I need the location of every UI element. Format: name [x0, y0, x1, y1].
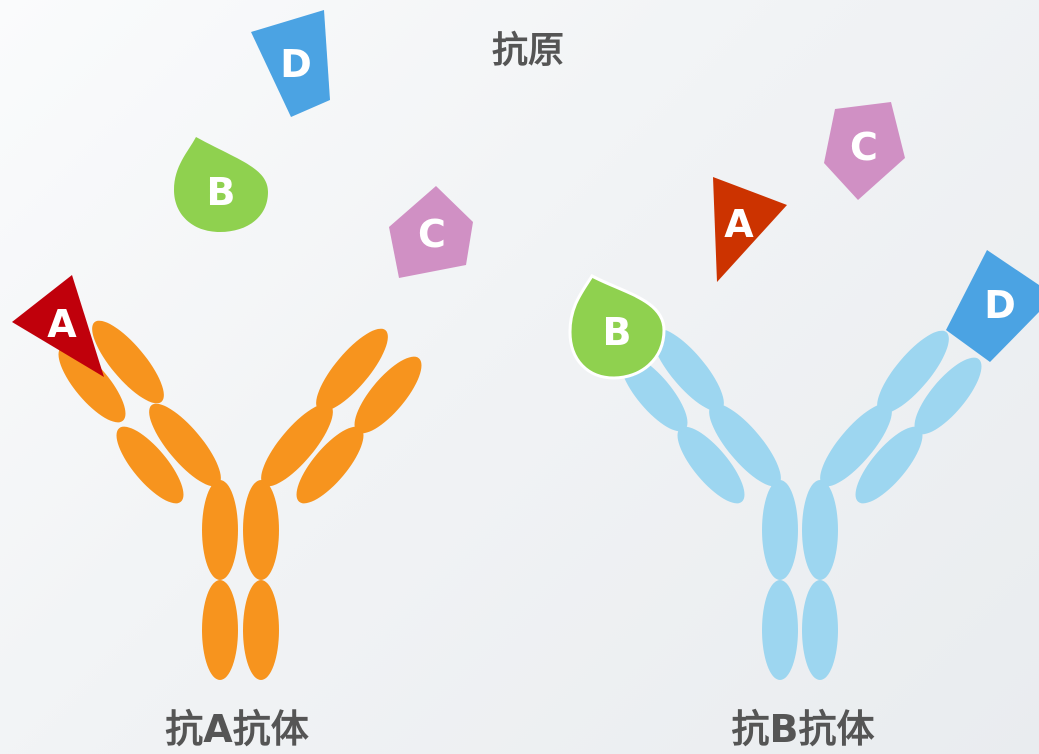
antibody-b [620, 328, 982, 680]
antigen-letter: B [207, 170, 236, 214]
right-antigen-c: C [824, 102, 905, 200]
left-antigen-d: D [251, 10, 330, 117]
antibody-a-right-arm-outer-2 [354, 356, 422, 434]
antigen-d-trapezoid-shape [946, 250, 1039, 362]
antibody-b-right-arm-outer-1 [855, 426, 923, 504]
antibody-a-left-arm-inner-1 [149, 403, 221, 487]
antibody-a-left-arm-outer-2 [58, 345, 126, 423]
antibody-b-right-arm-outer-2 [914, 357, 982, 435]
antigen-letter: B [603, 310, 632, 354]
right-antigen-d: D [946, 250, 1039, 362]
antigen-c-pentagon-shape [824, 102, 905, 200]
antibody-b-left-arm-inner-2 [652, 328, 724, 412]
antibody-a-stem-upper-left [202, 480, 238, 580]
left-antigen-a: A [12, 275, 104, 377]
antigen-letter: C [418, 212, 446, 256]
antibody-b-stem-lower-right [802, 580, 838, 680]
antigen-b-drop-shape [568, 274, 666, 380]
antibody-b-label: 抗B抗体 [732, 707, 875, 751]
antigen-letter: A [47, 302, 77, 346]
antigen-b-drop-shape [174, 137, 268, 232]
antibody-b-left-arm-outer-1 [677, 426, 745, 504]
antigen-a-triangle-shape [713, 177, 787, 282]
antibody-a-stem-upper-right [243, 480, 279, 580]
antibody-a-left-arm-outer-1 [116, 426, 184, 504]
antibody-a-left-arm-inner-2 [92, 320, 164, 404]
antibody-a-right-arm-outer-1 [296, 426, 364, 504]
antibody-b-right-arm-inner-2 [877, 330, 949, 414]
antibody-b-right-arm-inner-1 [820, 403, 892, 487]
antibody-a-label: 抗A抗体 [165, 707, 308, 751]
antigen-letter: D [280, 42, 312, 86]
right-antigen-b: B [568, 274, 666, 380]
antibody-b-stem-upper-right [802, 480, 838, 580]
antibody-a-right-arm-inner-2 [316, 328, 388, 412]
antigen-c-pentagon-shape [389, 186, 473, 278]
antigen-d-trapezoid-shape [251, 10, 330, 117]
antibody-b-stem-lower-left [762, 580, 798, 680]
antibody-a-right-arm-inner-1 [261, 403, 333, 487]
antigen-letter: D [984, 283, 1016, 327]
antibody-b-stem-upper-left [762, 480, 798, 580]
antigen-letter: A [724, 202, 754, 246]
antibody-a-stem-lower-right [243, 580, 279, 680]
antibody-a-stem-lower-left [202, 580, 238, 680]
antigen-letter: C [850, 125, 878, 169]
antigen-a-triangle-shape [12, 275, 104, 377]
antibody-a [58, 320, 422, 680]
right-antigen-a: A [713, 177, 787, 282]
antibody-b-left-arm-inner-1 [709, 403, 781, 487]
diagram-title: 抗原 [492, 29, 564, 71]
left-antigen-b: B [174, 137, 268, 232]
left-antigen-c: C [389, 186, 473, 278]
